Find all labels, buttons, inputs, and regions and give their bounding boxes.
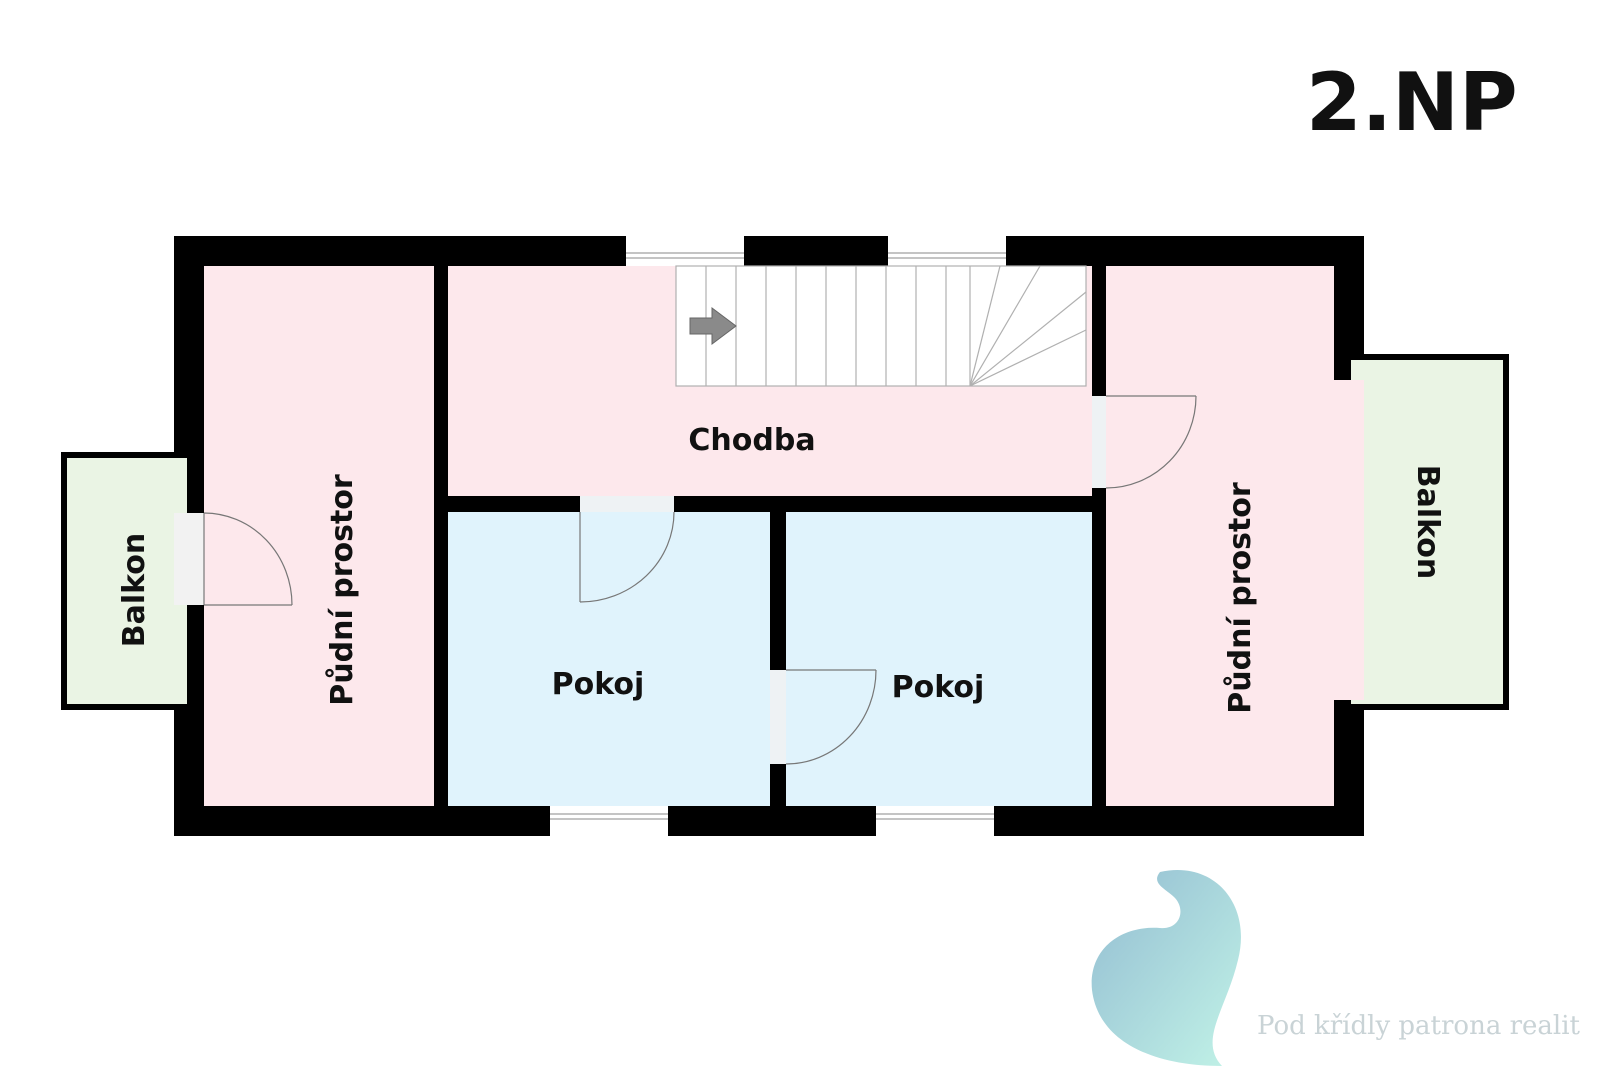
window-bottom-right — [876, 806, 994, 836]
attic-left-label: Půdní prostor — [324, 474, 360, 706]
attic-right-area — [1106, 266, 1334, 806]
balcony-left-label: Balkon — [117, 533, 152, 648]
hallway-label: Chodba — [688, 423, 815, 458]
door-opening-room-left — [580, 496, 674, 512]
wall-hallway-bottom — [448, 496, 1092, 512]
opening-balcony-left — [174, 513, 204, 605]
staircase — [675, 265, 1087, 387]
wall-attic-right-inner — [1092, 266, 1106, 806]
room-left-area — [448, 512, 770, 806]
watermark-text: Pod křídly patrona realit — [1257, 1011, 1581, 1041]
door-opening-attic-right — [1092, 396, 1106, 488]
wall-segment-right-lower — [1334, 706, 1364, 836]
door-balcony-left[interactable] — [203, 512, 293, 606]
door-room-right[interactable] — [785, 669, 877, 765]
door-room-left[interactable] — [579, 511, 675, 603]
room-right-area — [786, 512, 1092, 806]
room-right-label: Pokoj — [892, 670, 985, 705]
wall-segment-right — [1334, 236, 1364, 358]
window-bottom-left — [550, 806, 668, 836]
window-top-left — [626, 236, 744, 266]
room-left-label: Pokoj — [552, 667, 645, 702]
attic-left-area — [204, 266, 434, 806]
opening-balcony-right — [1334, 380, 1364, 700]
door-attic-right[interactable] — [1105, 395, 1197, 489]
window-top-right — [888, 236, 1006, 266]
stair-direction-arrow-icon — [689, 307, 737, 345]
wall-attic-left-inner — [434, 266, 448, 806]
attic-right-label: Půdní prostor — [1222, 482, 1258, 714]
door-opening-room-right — [770, 670, 786, 764]
balcony-right-label: Balkon — [1410, 465, 1445, 580]
watermark-logo-icon — [1091, 870, 1241, 1066]
balcony-left-area — [61, 452, 193, 710]
floor-title: 2.NP — [1306, 56, 1518, 149]
